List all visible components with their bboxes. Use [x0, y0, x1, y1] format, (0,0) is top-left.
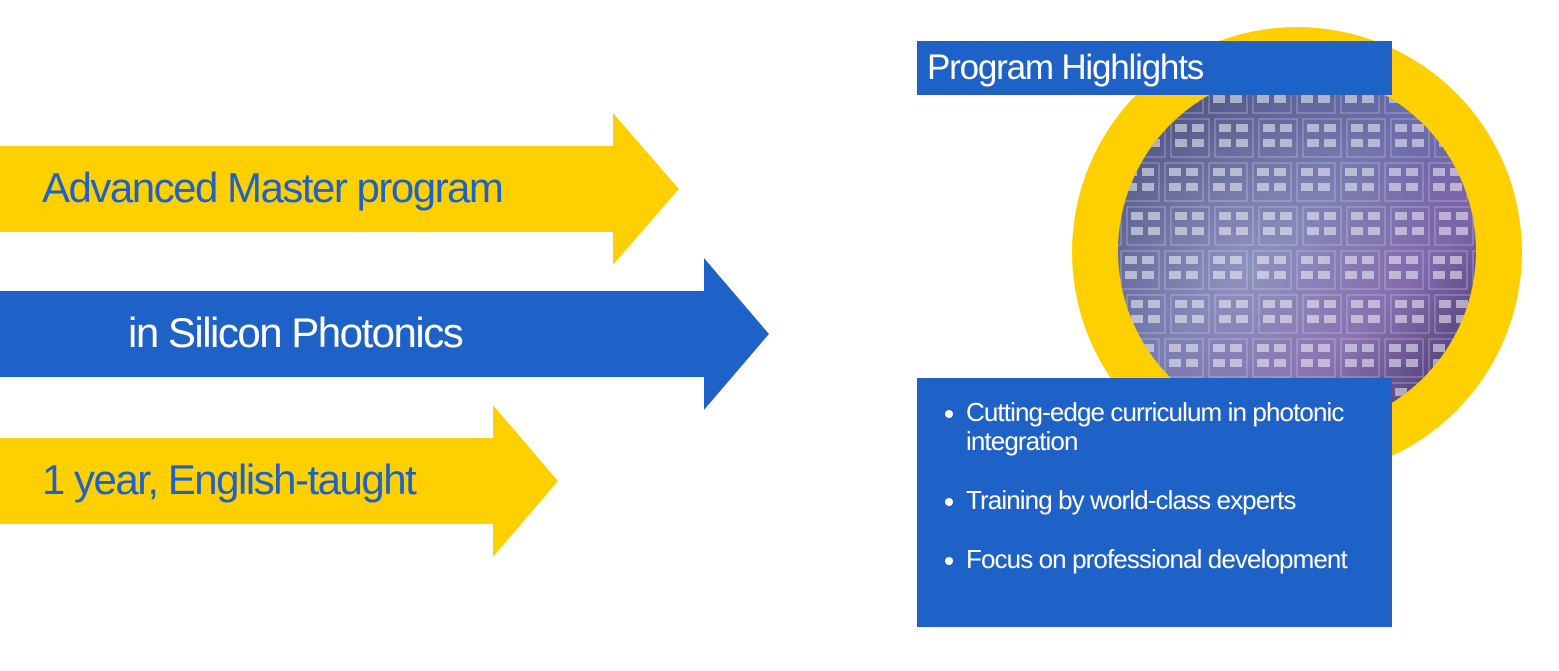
arrow-label-duration: 1 year, English-taught: [42, 456, 417, 503]
highlight-item: Focus on professional development: [917, 545, 1392, 574]
bullet-icon: [945, 498, 953, 506]
arrow-banner-field: in Silicon Photonics: [0, 258, 770, 410]
arrow-shape: [0, 405, 558, 557]
highlight-item-text: Focus on professional development: [966, 544, 1348, 574]
silicon-wafer-image: [1118, 72, 1476, 430]
highlight-item: Training by world-class experts: [917, 486, 1392, 515]
highlights-list: Cutting-edge curriculum in photonic inte…: [917, 378, 1392, 574]
arrow-label-program: Advanced Master program: [42, 164, 504, 211]
arrow-shape: [0, 258, 769, 410]
arrow-banner-duration: 1 year, English-taught: [0, 405, 560, 557]
arrow-shape: [0, 113, 679, 265]
arrow-label-field: in Silicon Photonics: [128, 309, 464, 356]
arrow-banner-program: Advanced Master program: [0, 113, 680, 265]
highlight-item-text: Cutting-edge curriculum in photonic inte…: [966, 397, 1344, 456]
bullet-icon: [945, 410, 953, 418]
bullet-icon: [945, 557, 953, 565]
highlight-item-text: Training by world-class experts: [966, 485, 1296, 515]
highlights-title-bar: Program Highlights: [917, 41, 1392, 95]
highlights-title: Program Highlights: [927, 48, 1204, 87]
highlights-list-panel: Cutting-edge curriculum in photonic inte…: [917, 378, 1392, 627]
highlight-item: Cutting-edge curriculum in photonic inte…: [917, 398, 1392, 456]
